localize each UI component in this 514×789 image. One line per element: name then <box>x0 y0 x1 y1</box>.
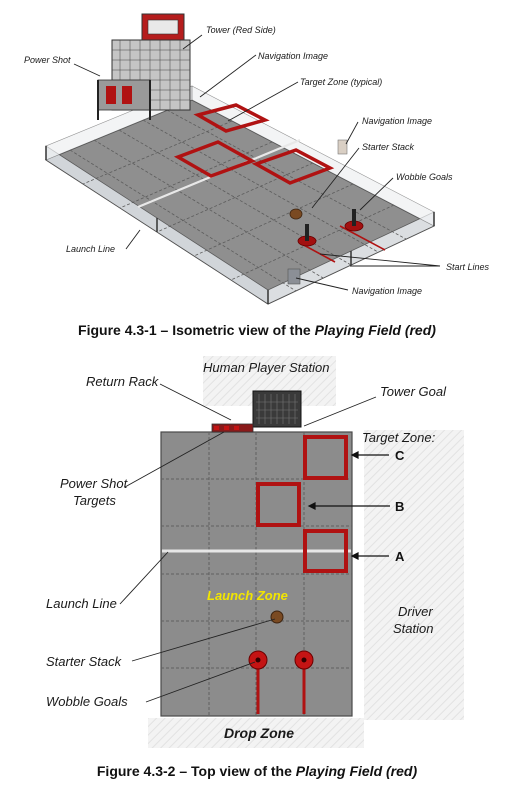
label-target-zone: Target Zone: <box>362 430 436 445</box>
label-drop-zone: Drop Zone <box>224 725 294 741</box>
label-start-lines: Start Lines <box>446 262 490 272</box>
label-tower-goal: Tower Goal <box>380 384 447 399</box>
figure-2-caption-text: Figure 4.3-2 – Top view of the <box>96 763 296 779</box>
label-navigation-image-bottom: Navigation Image <box>352 286 422 296</box>
top-wobble-goal <box>248 650 268 670</box>
label-wobble-goals: Wobble Goals <box>46 694 128 709</box>
iso-navigation-image <box>287 268 301 285</box>
driver-station <box>364 430 464 720</box>
figure-1-caption: Figure 4.3-1 – Isometric view of the Pla… <box>0 322 514 338</box>
label-driver-station-line2: Station <box>393 621 433 636</box>
iso-tower <box>97 13 191 120</box>
label-wobble-goals: Wobble Goals <box>396 172 453 182</box>
figure-2-caption-italic: Playing Field (red) <box>295 763 418 779</box>
figure-1-caption-text: Figure 4.3-1 – Isometric view of the <box>78 322 315 338</box>
label-power-shot-targets-line2: Targets <box>73 493 116 508</box>
label-launch-zone: Launch Zone <box>207 588 288 603</box>
label-zone-b: B <box>395 499 404 514</box>
iso-wobble-goal <box>344 209 364 232</box>
label-target-zone-typical: Target Zone (typical) <box>300 77 382 87</box>
top-return-rack <box>211 423 254 433</box>
label-navigation-image-right: Navigation Image <box>362 116 432 126</box>
label-zone-a: A <box>395 549 405 564</box>
top-starter-stack <box>270 610 284 624</box>
label-navigation-image-top: Navigation Image <box>258 51 328 61</box>
iso-tile-grid <box>69 109 407 292</box>
label-driver-station-line1: Driver <box>398 604 433 619</box>
label-power-shot-targets-line1: Power Shot <box>60 476 129 491</box>
top-tile-grid <box>161 432 352 716</box>
label-human-player-station: Human Player Station <box>203 360 329 375</box>
top-wobble-goal <box>294 650 314 670</box>
target-zone-a <box>303 529 348 573</box>
top-leader-lines <box>119 383 377 703</box>
figure-2-caption: Figure 4.3-2 – Top view of the Playing F… <box>0 763 514 779</box>
top-view-figure: Human Player Station Return Rack Tower G… <box>46 356 464 748</box>
label-launch-line: Launch Line <box>66 244 115 254</box>
label-return-rack: Return Rack <box>86 374 160 389</box>
iso-target-zones <box>173 103 335 185</box>
top-target-zones <box>256 435 348 573</box>
drop-zone-area <box>148 718 364 748</box>
label-tower-red-side: Tower (Red Side) <box>206 25 276 35</box>
iso-navigation-image <box>337 139 348 155</box>
target-zone-b <box>256 482 301 527</box>
iso-leader-lines <box>73 34 441 291</box>
isometric-figure: Tower (Red Side) Power Shot Navigation I… <box>24 13 490 305</box>
figure-1-caption-italic: Playing Field (red) <box>314 322 436 338</box>
iso-wobble-goal <box>297 224 317 247</box>
target-zone-c <box>303 435 348 480</box>
label-power-shot: Power Shot <box>24 55 71 65</box>
label-starter-stack: Starter Stack <box>46 654 123 669</box>
label-starter-stack: Starter Stack <box>362 142 415 152</box>
label-zone-c: C <box>395 448 405 463</box>
label-launch-line: Launch Line <box>46 596 117 611</box>
top-power-shot-targets <box>214 426 239 430</box>
iso-starter-stack <box>289 208 303 220</box>
top-zone-arrows <box>307 451 390 560</box>
